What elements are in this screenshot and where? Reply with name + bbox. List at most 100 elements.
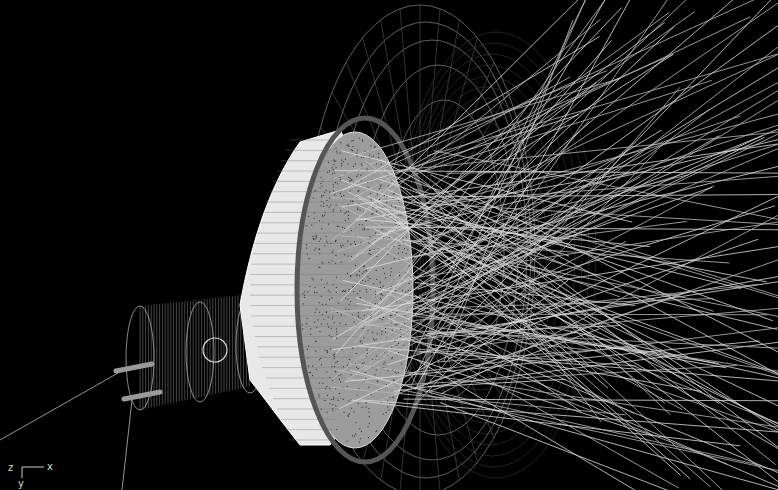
ray-hit xyxy=(316,237,317,238)
ray-hit xyxy=(333,399,334,400)
ray-hit xyxy=(407,249,408,250)
light-ray xyxy=(343,280,778,377)
ray-hit xyxy=(351,149,352,150)
ray-hit xyxy=(374,340,375,341)
ray-hit xyxy=(348,145,349,146)
ray-hit xyxy=(368,187,369,188)
ray-hit xyxy=(347,145,348,146)
ray-hit xyxy=(360,242,361,243)
ray-hit xyxy=(333,355,334,356)
ray-hit xyxy=(376,163,377,164)
ray-hit xyxy=(331,366,332,367)
ray-hit xyxy=(348,211,349,212)
ray-hit xyxy=(341,349,342,350)
ray-hit xyxy=(382,331,383,332)
ray-hit xyxy=(333,169,334,170)
ray-hit xyxy=(362,141,363,142)
ray-hit xyxy=(380,287,381,288)
ray-hit xyxy=(336,148,337,149)
light-ray xyxy=(334,71,607,179)
ray-hit xyxy=(376,211,377,212)
ray-hit xyxy=(360,283,361,284)
light-ray xyxy=(365,0,731,306)
ray-hit xyxy=(380,298,381,299)
base-cylinder xyxy=(162,304,163,406)
ray-hit xyxy=(348,401,349,402)
ray-hit xyxy=(374,147,375,148)
ray-hit xyxy=(387,370,388,371)
ray-hit xyxy=(402,252,403,253)
light-ray xyxy=(356,175,689,255)
ray-hit xyxy=(391,315,392,316)
ray-hit xyxy=(358,403,359,404)
ray-hit xyxy=(306,248,307,249)
ray-hit xyxy=(385,277,386,278)
ray-hit xyxy=(337,152,338,153)
base-cylinder xyxy=(187,301,188,400)
ray-hit xyxy=(306,244,307,245)
ray-hit xyxy=(327,323,328,324)
ray-hit xyxy=(319,331,320,332)
ray-hit xyxy=(363,284,364,285)
ray-hit xyxy=(312,366,313,367)
ray-hit xyxy=(390,315,391,316)
ray-hit xyxy=(322,314,323,315)
base-cylinder xyxy=(196,300,197,398)
ray-hit xyxy=(396,373,397,374)
reflector-facet xyxy=(255,336,357,337)
ray-hit xyxy=(322,216,323,217)
ray-hit xyxy=(348,416,349,417)
ray-hit xyxy=(335,241,336,242)
ray-hit xyxy=(406,253,407,254)
ray-hit xyxy=(383,268,384,269)
light-ray xyxy=(380,255,778,400)
light-ray xyxy=(339,196,778,408)
ray-hit xyxy=(365,220,366,221)
ray-hit xyxy=(364,337,365,338)
ray-hit xyxy=(361,164,362,165)
light-ray xyxy=(447,0,615,275)
ray-hit xyxy=(368,242,369,243)
ray-hit xyxy=(367,276,368,277)
reflector-facet xyxy=(290,140,330,141)
ray-hit xyxy=(345,220,346,221)
ray-hit xyxy=(353,146,354,147)
ray-hit xyxy=(339,393,340,394)
ray-hit xyxy=(337,361,338,362)
base-cylinder xyxy=(221,297,222,392)
ray-hit xyxy=(343,195,344,196)
ray-hit xyxy=(336,429,337,430)
light-ray xyxy=(426,176,778,203)
ray-hit xyxy=(313,238,314,239)
ray-hit xyxy=(350,244,351,245)
ray-hit xyxy=(315,351,316,352)
light-ray xyxy=(444,83,778,263)
ray-hit xyxy=(350,276,351,277)
ray-hit xyxy=(342,291,343,292)
ray-hit xyxy=(347,441,348,442)
ray-hit xyxy=(358,312,359,313)
ray-hit xyxy=(340,210,341,211)
ray-hit xyxy=(319,220,320,221)
ray-hit xyxy=(351,179,352,180)
ray-hit xyxy=(337,183,338,184)
ray-hit xyxy=(340,374,341,375)
ray-hit xyxy=(340,153,341,154)
ray-hit xyxy=(321,177,322,178)
ray-hit xyxy=(327,242,328,243)
ray-hit xyxy=(383,363,384,364)
ray-hit xyxy=(334,356,335,357)
ray-hit xyxy=(314,190,315,191)
ray-hit xyxy=(376,430,377,431)
ray-hit xyxy=(336,338,337,339)
ray-hit xyxy=(376,369,377,370)
ray-hit xyxy=(371,394,372,395)
ray-hit xyxy=(352,150,353,151)
ray-hit xyxy=(327,352,328,353)
ray-hit xyxy=(353,166,354,167)
ray-hit xyxy=(323,206,324,207)
ray-hit xyxy=(344,412,345,413)
ray-hit xyxy=(315,312,316,313)
